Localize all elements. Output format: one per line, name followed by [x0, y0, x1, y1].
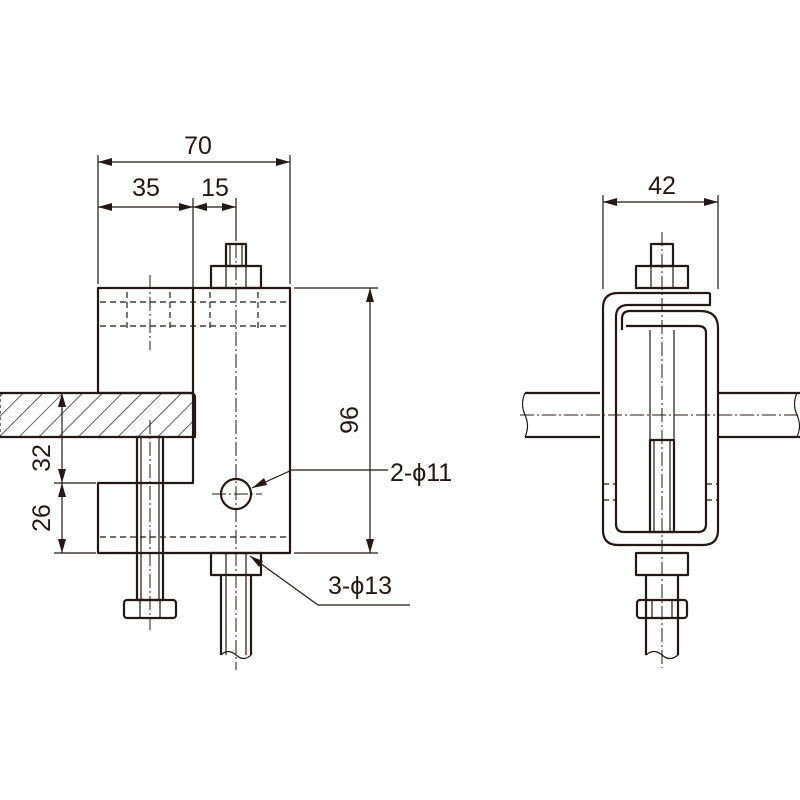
beam-flange	[0, 391, 197, 439]
callout-side-hole: 2-ϕ11	[390, 459, 452, 487]
dim-26: 26	[28, 504, 56, 532]
side-beam	[520, 391, 800, 439]
dim-96: 96	[336, 406, 364, 434]
dim-15: 15	[201, 174, 229, 202]
dim-70: 70	[184, 132, 212, 160]
side-strap	[601, 291, 720, 547]
dim-42: 42	[648, 172, 676, 200]
side-rod	[634, 232, 690, 668]
clamp-bolt	[122, 435, 178, 620]
dim-32: 32	[28, 444, 56, 472]
side-view: 42	[520, 172, 800, 668]
dim-35: 35	[132, 174, 160, 202]
callout-bottom-holes: 3-ϕ13	[328, 572, 392, 600]
top-rod	[209, 242, 263, 290]
front-view: 70 35 15 96 32 26 2-ϕ11	[0, 132, 452, 670]
